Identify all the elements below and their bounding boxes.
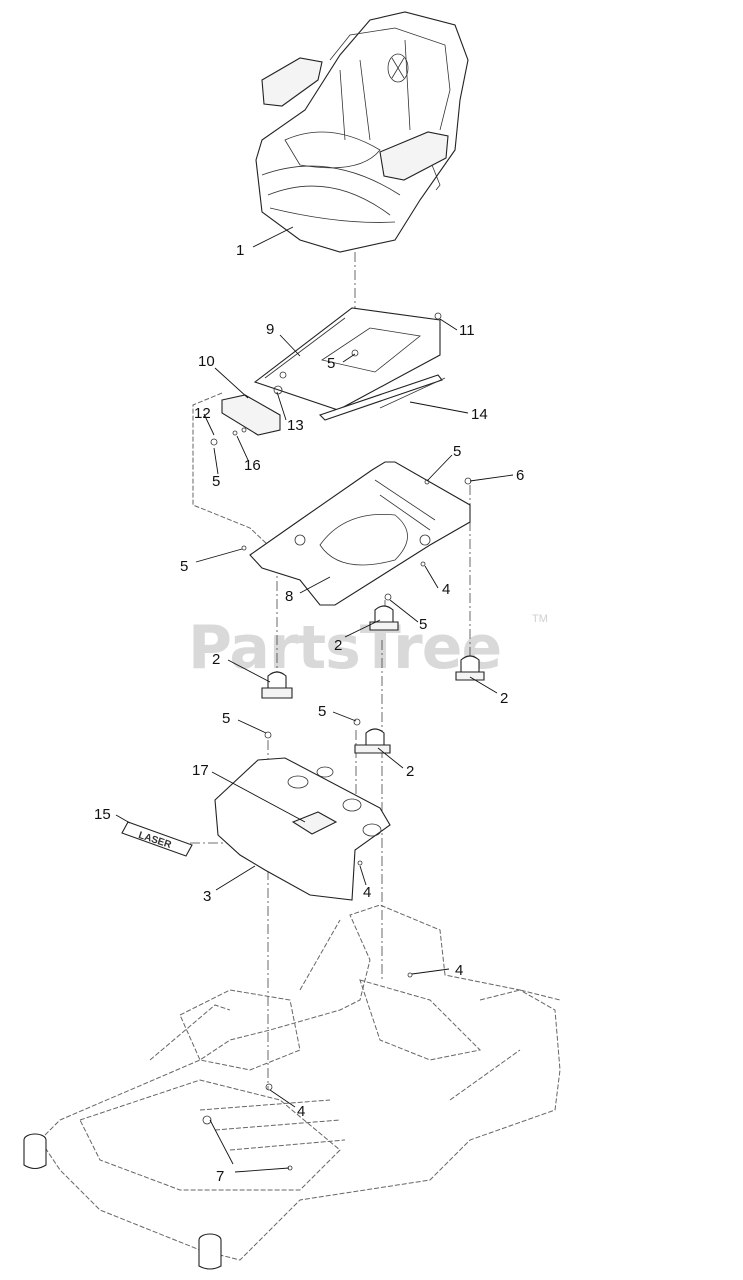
callout-15: 15 — [94, 806, 111, 823]
frame-chassis — [23, 860, 561, 1270]
callout-11: 11 — [459, 322, 475, 339]
watermark-trademark: TM — [532, 613, 548, 625]
callout-1: 1 — [236, 242, 244, 259]
callout-5: 5 — [453, 443, 461, 460]
callout-12: 12 — [194, 405, 211, 422]
seat-assembly — [255, 11, 469, 253]
seat-mount-plate — [241, 461, 472, 606]
callout-10: 10 — [198, 353, 215, 370]
callout-5: 5 — [419, 616, 427, 633]
callout-5: 5 — [180, 558, 188, 575]
callout-14: 14 — [471, 406, 488, 423]
leader-lines — [115, 226, 514, 1173]
isolator-right — [455, 655, 485, 681]
callout-5: 5 — [212, 473, 220, 490]
isolator-lower — [264, 718, 391, 754]
callout-5: 5 — [318, 703, 326, 720]
callout-4: 4 — [297, 1103, 305, 1120]
callout-4: 4 — [363, 884, 371, 901]
callout-2: 2 — [406, 763, 414, 780]
isolator-mounts — [261, 593, 485, 754]
callout-13: 13 — [287, 417, 304, 434]
callout-3: 3 — [203, 888, 211, 905]
callout-8: 8 — [285, 588, 293, 605]
isolator-center — [369, 593, 399, 631]
callout-5: 5 — [327, 355, 335, 372]
callout-5: 5 — [222, 710, 230, 727]
watermark-text: PartsTree — [188, 613, 501, 683]
callout-4: 4 — [455, 962, 463, 979]
callout-labels: 1 9 11 5 10 13 14 12 16 5 5 6 5 4 8 5 2 … — [94, 242, 524, 1185]
callout-17: 17 — [192, 762, 209, 779]
seat-pan-cover — [214, 757, 391, 901]
laser-decal: LASER — [121, 821, 193, 857]
callout-2: 2 — [212, 651, 220, 668]
callout-2: 2 — [334, 637, 342, 654]
callout-7: 7 — [216, 1168, 224, 1185]
slide-rails — [273, 312, 446, 421]
callout-4: 4 — [442, 581, 450, 598]
callout-2: 2 — [500, 690, 508, 707]
callout-6: 6 — [516, 467, 524, 484]
adjust-bracket — [210, 394, 281, 446]
callout-16: 16 — [244, 457, 261, 474]
callout-9: 9 — [266, 321, 274, 338]
isolator-left — [261, 671, 293, 699]
watermark: PartsTree TM — [188, 613, 548, 683]
